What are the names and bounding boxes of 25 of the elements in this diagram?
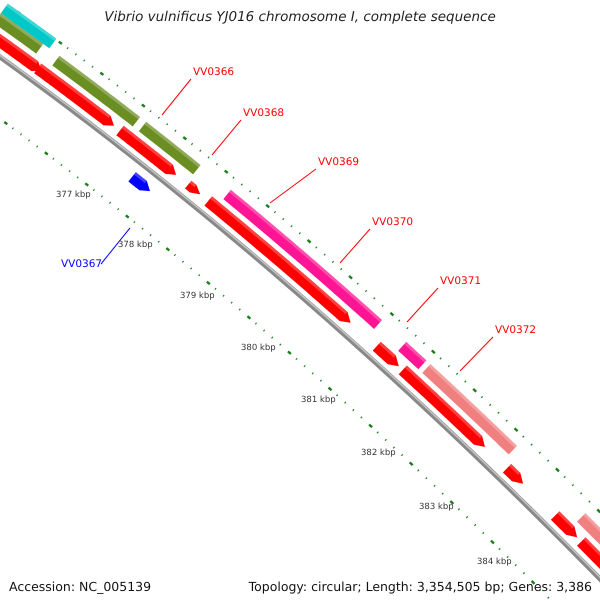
gene-label: VV0367 (61, 259, 102, 270)
position-label: 379 kbp (180, 292, 215, 300)
gene-label: VV0368 (243, 108, 284, 118)
leader-line (162, 78, 192, 116)
position-label: 382 kbp (361, 449, 396, 458)
position-label: 384 kbp (477, 558, 512, 566)
gene-label: VV0372 (495, 325, 536, 336)
title: Vibrio vulnificus YJ016 chromosome I, complete sequence (103, 9, 497, 25)
gene-label: VV0371 (440, 276, 482, 286)
leader-line (100, 228, 130, 264)
position-label: 377 kbp (56, 191, 91, 200)
position-label: 381 kbp (301, 396, 336, 404)
position-label: 378 kbp (118, 241, 153, 250)
leader-line (270, 168, 316, 204)
gene-label: VV0369 (318, 157, 360, 168)
position-label: 383 kbp (419, 503, 454, 512)
gene-label: VV0370 (372, 217, 414, 228)
leader-line (340, 228, 370, 264)
leader-line (460, 336, 494, 372)
accession-text: Accession: NC_005139 (9, 580, 152, 593)
position-label: 380 kbp (241, 344, 276, 352)
gene-label: VV0366 (193, 67, 234, 78)
summary-text: Topology: circular; Length: 3,354,505 bp; Genes: 3,386 (248, 580, 592, 593)
leader-line (406, 288, 438, 322)
leader-line (212, 120, 242, 156)
